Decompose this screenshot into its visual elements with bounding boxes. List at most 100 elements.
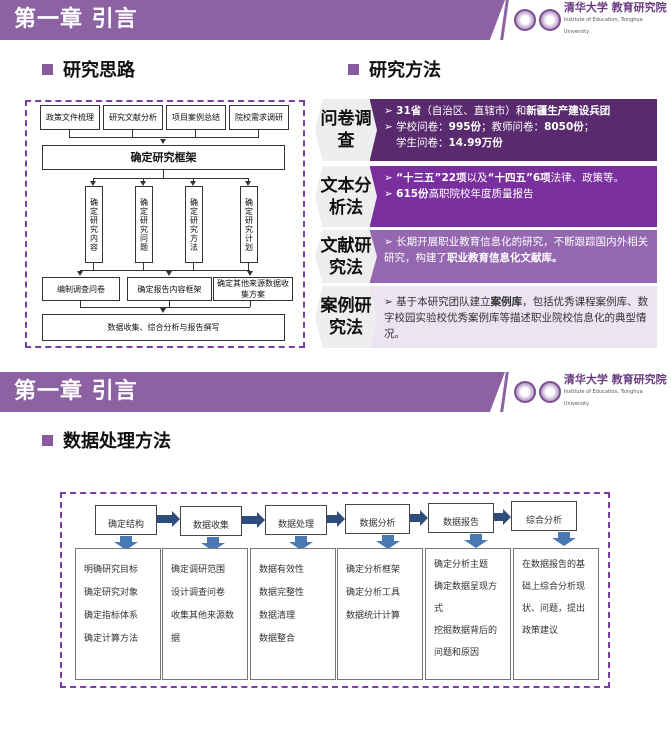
method-text: 法律、政策等。 xyxy=(550,172,625,184)
connector-line xyxy=(69,130,70,137)
method-line: ➢ 615份高职院校年度质量报告 xyxy=(384,186,651,202)
connector-line xyxy=(250,301,251,307)
method-line: ➢ 31省（自治区、直辖市）和新疆生产建设兵团 xyxy=(384,103,651,119)
arrow-down-icon xyxy=(90,181,96,186)
method-line: ➢ 学校问卷：995份；教师问卷：8050份； xyxy=(384,119,651,135)
method-text: ➢ xyxy=(384,172,397,184)
flow-box-vertical-label: 确定研究计划 xyxy=(244,197,254,252)
step-item: 确定分析工具 xyxy=(346,588,401,598)
arrow-right-icon xyxy=(327,511,345,527)
institute-seal-icon xyxy=(538,381,561,403)
step-item: 数据整合 xyxy=(259,634,296,644)
step-item: 收集其他来源数据 xyxy=(171,611,235,644)
flow-box-top: 研究文献分析 xyxy=(103,105,163,130)
method-row: 文献研究法➢ 长期开展职业教育信息化的研究，不断跟踪国内外相关研究，构建了职业教… xyxy=(315,230,657,283)
arrow-down-icon xyxy=(77,271,83,276)
arrow-down-icon xyxy=(190,181,196,186)
process-border xyxy=(60,492,610,688)
step-item: 确定指标体系 xyxy=(84,611,139,621)
step-detail-box: 数据有效性数据完整性数据清理数据整合 xyxy=(250,548,336,680)
method-row: 文本分析法➢ “十三五”22项以及“十四五”6项法律、政策等。➢ 615份高职院… xyxy=(315,166,657,227)
step-title-box: 数据收集 xyxy=(180,506,242,536)
institute-seal-icon xyxy=(538,9,561,31)
flow-box-final: 数据收集、综合分析与报告撰写 xyxy=(42,314,285,341)
method-text: ➢ 长期开展职业教育信息化的研究，不断跟踪国内外相关研究，构建了 xyxy=(384,236,649,264)
method-text: 职业教育信息化文献库。 xyxy=(447,252,563,264)
flow-box-vertical: 确定研究问题 xyxy=(135,186,153,263)
section-data-processing: 数据处理方法 xyxy=(42,427,171,453)
slide1-header: 第一章 引言 xyxy=(0,0,505,40)
flow-box-top: 项目案例总结 xyxy=(166,105,226,130)
method-text: ➢ 学校问卷： xyxy=(384,121,449,133)
step-item: 数据清理 xyxy=(259,611,296,621)
method-description: ➢ “十三五”22项以及“十四五”6项法律、政策等。➢ 615份高职院校年度质量… xyxy=(370,166,657,227)
method-label: 问卷调查 xyxy=(315,99,377,161)
flow-box-vertical: 确定研究计划 xyxy=(240,186,258,263)
method-row: 案例研究法➢ 基于本研究团队建立案例库，包括优秀课程案例库、数字校园实验校优秀案… xyxy=(315,286,657,348)
connector-line xyxy=(93,178,248,179)
step-item: 确定调研范围 xyxy=(171,565,226,575)
step-item: 确定数据呈现方式 xyxy=(434,582,498,614)
flow-box-framework: 确定研究框架 xyxy=(42,145,285,170)
logo-text: 清华大学 教育研究院 xyxy=(563,373,667,386)
arrow-right-icon xyxy=(410,510,428,526)
step-detail-box: 在数据报告的基础上综合分析现状、问题，提出政策建议 xyxy=(513,548,599,680)
step-detail-box: 确定分析主题确定数据呈现方式挖掘数据背后的问题和原因 xyxy=(425,548,511,680)
connector-line xyxy=(80,270,250,271)
connector-line xyxy=(80,307,250,308)
step-item: 明确研究目标 xyxy=(84,565,139,575)
method-text: 高职院校年度质量报告 xyxy=(428,188,534,200)
section-title: 研究思路 xyxy=(63,60,135,81)
connector-line xyxy=(193,178,194,182)
method-text: ； xyxy=(583,121,595,133)
step-title-box: 综合分析 xyxy=(511,501,577,531)
arrow-right-icon xyxy=(242,512,265,528)
logo-subtitle: Institute of Education, Tsinghua Univers… xyxy=(563,389,643,407)
bullet-square-icon xyxy=(348,63,359,75)
method-text: ➢ 基于本研究团队建立 xyxy=(384,296,491,308)
method-row: 问卷调查 ➢ 31省（自治区、直辖市）和新疆生产建设兵团➢ 学校问卷：995份；教… xyxy=(315,99,657,161)
flow-box-vertical: 确定研究内容 xyxy=(85,186,103,263)
arrow-down-icon xyxy=(201,537,225,551)
method-label: 案例研究法 xyxy=(315,286,377,348)
method-text: 14.99万份 xyxy=(448,137,503,149)
step-item: 挖掘数据背后的问题和原因 xyxy=(434,626,498,658)
connector-line xyxy=(195,130,196,137)
bullet-square-icon xyxy=(42,63,53,75)
connector-line xyxy=(80,301,81,307)
arrow-down-icon xyxy=(247,271,253,276)
method-description: ➢ 长期开展职业教育信息化的研究，不断跟踪国内外相关研究，构建了职业教育信息化文… xyxy=(370,230,657,283)
flow-box-bottom: 编制调查问卷 xyxy=(42,277,120,301)
connector-line xyxy=(143,263,144,270)
step-item: 确定分析框架 xyxy=(346,565,401,575)
step-item: 设计调查问卷 xyxy=(171,588,226,598)
method-text: 学生问卷： xyxy=(396,137,449,149)
section-research-methods: 研究方法 xyxy=(348,56,441,82)
step-title-box: 数据处理 xyxy=(265,505,327,535)
flowchart-border xyxy=(25,100,305,348)
step-item: 确定分析主题 xyxy=(434,560,489,570)
step-item: 确定研究对象 xyxy=(84,588,139,598)
connector-line xyxy=(258,130,259,137)
flow-box-vertical-label: 确定研究内容 xyxy=(89,197,99,252)
logo-subtitle: Institute of Education, Tsinghua Univers… xyxy=(563,17,643,35)
step-title-box: 确定结构 xyxy=(95,505,157,535)
method-label: 文献研究法 xyxy=(315,230,377,283)
arrow-down-icon xyxy=(166,271,172,276)
arrow-down-icon xyxy=(114,536,138,550)
arrow-down-icon xyxy=(160,139,166,144)
method-description: ➢ 基于本研究团队建立案例库，包括优秀课程案例库、数字校园实验校优秀案例库等描述… xyxy=(370,286,657,348)
flow-box-vertical-label: 确定研究问题 xyxy=(139,197,149,252)
method-text: 31省 xyxy=(396,105,422,117)
method-text: ➢ xyxy=(384,105,397,117)
flow-box-bottom: 确定报告内容框架 xyxy=(127,277,212,301)
step-item: 在数据报告的基础上综合分析现状、问题，提出政策建议 xyxy=(522,560,586,636)
connector-line xyxy=(169,301,170,307)
step-item: 数据统计计算 xyxy=(346,611,401,621)
flow-box-bottom: 确定其他来源数据收集方案 xyxy=(213,277,293,301)
university-seal-icon xyxy=(514,381,536,403)
connector-line xyxy=(248,178,249,182)
arrow-down-icon xyxy=(464,534,488,548)
method-text: ；教师问卷： xyxy=(481,121,545,133)
method-text: “十四五”6项 xyxy=(487,172,551,184)
